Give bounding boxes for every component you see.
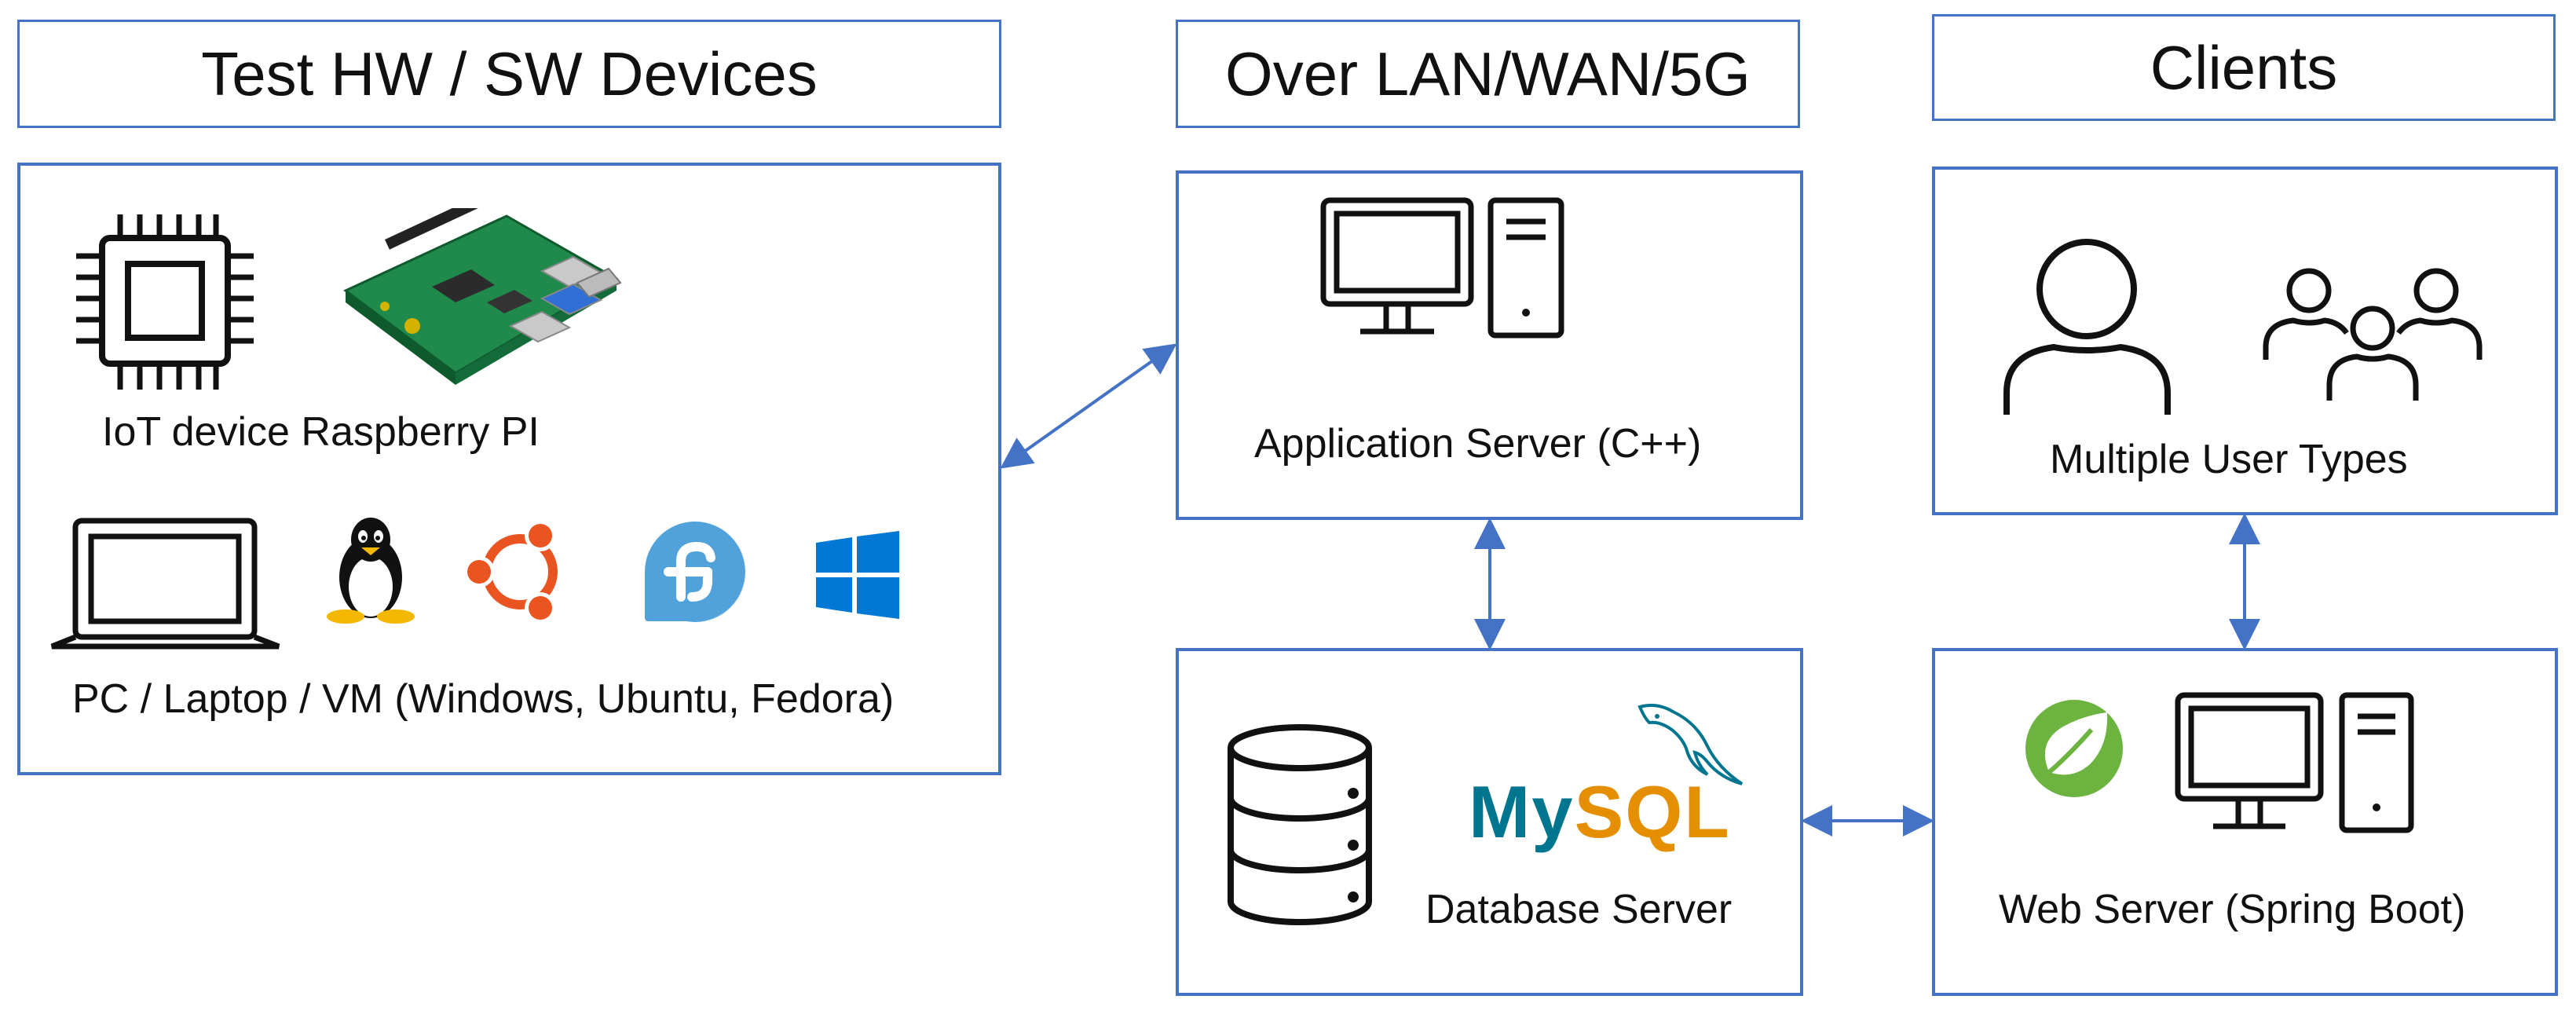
clients-header-label: Clients	[2150, 32, 2338, 102]
devices-header: Test HW / SW Devices	[17, 20, 1001, 128]
desktop-computer-icon	[1320, 197, 1564, 339]
clients-header: Clients	[1932, 14, 2556, 121]
raspberry-pi-board-image	[343, 208, 622, 385]
mysql-logo-my: My	[1469, 771, 1575, 853]
multiple-user-types-label: Multiple User Types	[2050, 437, 2408, 482]
spring-leaf-icon	[2025, 700, 2123, 797]
web-server-label: Web Server (Spring Boot)	[1999, 887, 2466, 932]
linux-tux-icon	[327, 518, 415, 624]
database-server-box	[1176, 648, 1803, 996]
iot-device-label: IoT device Raspberry PI	[102, 409, 540, 455]
user-group-icon	[2263, 268, 2483, 401]
fedora-icon	[645, 522, 745, 622]
mysql-logo-sql: SQL	[1574, 771, 1731, 853]
single-user-icon	[2003, 239, 2171, 415]
web-desktop-computer-icon	[2175, 692, 2414, 833]
laptop-icon	[50, 518, 280, 650]
database-server-label: Database Server	[1425, 887, 1733, 932]
mysql-logo: MySQL	[1469, 770, 1731, 855]
database-cylinder-icon	[1228, 724, 1372, 925]
network-header: Over LAN/WAN/5G	[1176, 20, 1800, 128]
pc-laptop-vm-label: PC / Laptop / VM (Windows, Ubuntu, Fedor…	[72, 676, 895, 722]
mysql-dolphin-icon	[1637, 704, 1744, 785]
windows-icon	[816, 531, 899, 619]
clients-box	[1932, 167, 2558, 515]
application-server-label: Application Server (C++)	[1254, 421, 1702, 467]
ubuntu-icon	[463, 520, 558, 624]
cpu-chip-icon	[76, 214, 254, 390]
devices-header-label: Test HW / SW Devices	[201, 38, 818, 108]
arrow-devices-to-app-server	[1000, 343, 1177, 469]
network-header-label: Over LAN/WAN/5G	[1225, 38, 1751, 108]
